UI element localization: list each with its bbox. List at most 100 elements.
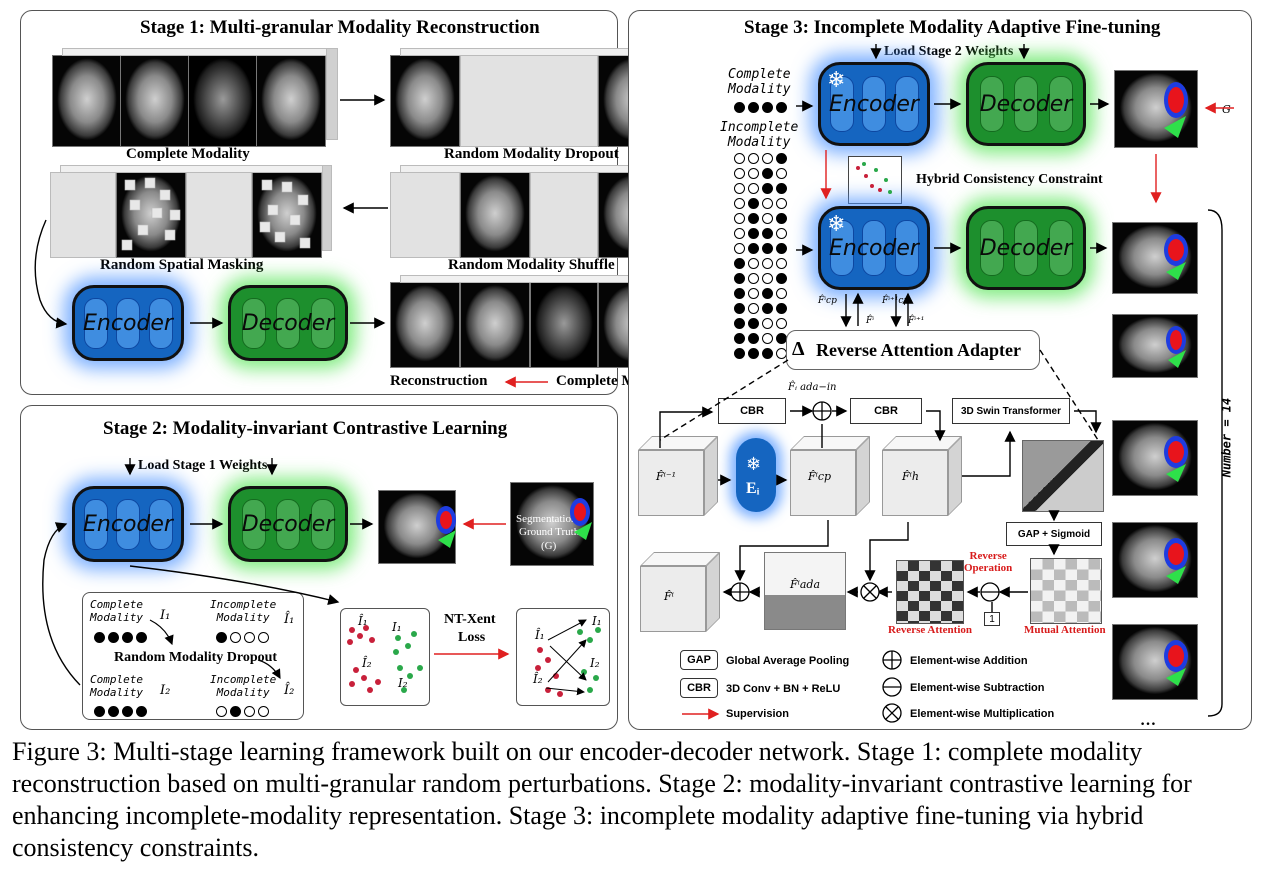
modality-dot	[775, 183, 787, 194]
modality-dot	[775, 153, 787, 164]
complete-modality-s3: Complete Modality	[728, 67, 791, 97]
mutual-attention-label: Mutual Attention	[1024, 624, 1106, 636]
stage3-encoder-bottom: ❄ Encoder	[818, 206, 930, 290]
modality-dot	[761, 213, 773, 224]
pattern-row	[732, 332, 792, 347]
stage2-complete-modality-a: Complete Modality	[90, 598, 143, 624]
stage2-prediction-cube	[378, 490, 456, 564]
snowflake-icon: ❄	[746, 454, 762, 474]
modality-dot	[733, 243, 745, 254]
random-modality-dropout-label: Random Modality Dropout	[444, 146, 619, 162]
f-h-label: F̂ⁱh	[902, 470, 919, 483]
figure-caption: Figure 3: Multi-stage learning framework…	[12, 737, 1192, 862]
pattern-row	[732, 197, 792, 212]
pattern-row	[732, 212, 792, 227]
emb-i1hat: Î₁	[358, 614, 368, 628]
swin-output-cube	[1022, 440, 1104, 512]
i2-label: I₂	[160, 683, 171, 698]
modality-dot	[747, 318, 759, 329]
emb-i1: I₁	[392, 620, 402, 634]
modality-dot	[733, 168, 745, 179]
modality-dot	[733, 348, 745, 359]
pattern-row	[732, 167, 792, 182]
random-spatial-masking-label: Random Spatial Masking	[100, 257, 264, 273]
modality-dot	[761, 153, 773, 164]
modality-dot	[747, 168, 759, 179]
modality-dot	[747, 153, 759, 164]
reverse-operation-label: Reverse Operation	[964, 550, 1013, 574]
stage2-encoder: Encoder	[72, 486, 184, 562]
stage2-decoder: Decoder	[228, 486, 348, 562]
stage3-top-prediction	[1114, 70, 1198, 148]
incomplete-pattern-grid	[732, 152, 792, 362]
i2-hat-label: Î₂	[284, 683, 295, 698]
load-stage2-weights: Load Stage 2 Weights	[884, 44, 1014, 59]
modality-dot	[775, 288, 787, 299]
swin-box: 3D Swin Transformer	[952, 398, 1070, 424]
f-cp-label: F̂ⁱcp	[808, 470, 832, 483]
stage3-encoder-top: ❄ Encoder	[818, 62, 930, 146]
pattern-row	[732, 182, 792, 197]
f-cp-top2: F̂ⁱ⁺¹cp	[882, 296, 910, 306]
modality-dot	[775, 333, 787, 344]
modality-dot	[761, 348, 773, 359]
ntxent-line1: NT-Xent	[444, 612, 496, 627]
frozen-encoder-ei	[736, 438, 776, 512]
emb2-i1: I₁	[592, 614, 602, 628]
f-i-label: F̂ⁱ	[664, 590, 674, 603]
reverse-attention-map	[896, 560, 964, 624]
emb2-i1hat: Î₁	[535, 628, 545, 642]
incomplete-modality-s3: Incomplete Modality	[720, 120, 799, 150]
modality-dot	[775, 213, 787, 224]
legend-cbr-box: CBR	[680, 678, 718, 698]
modality-dot	[733, 288, 745, 299]
pattern-row	[732, 257, 792, 272]
pattern-row	[732, 317, 792, 332]
pattern-row	[732, 302, 792, 317]
adapter-title: Reverse Attention Adapter	[816, 340, 1021, 360]
load-stage1-weights: Load Stage 1 Weights	[138, 458, 268, 473]
legend-gap-box: GAP	[680, 650, 718, 670]
modality-dot	[775, 273, 787, 284]
stage2-incomplete-modality-a: Incomplete Modality	[210, 598, 277, 624]
legend-supervision-text: Supervision	[726, 708, 789, 720]
f-ada-label: F̂ⁱada	[790, 578, 821, 591]
pattern-row	[732, 242, 792, 257]
modality-dot	[775, 258, 787, 269]
stage2-title: Stage 2: Modality-invariant Contrastive …	[103, 418, 508, 439]
cube-f-ada	[764, 552, 846, 630]
hybrid-consistency-label: Hybrid Consistency Constraint	[916, 172, 1103, 187]
modality-dot	[747, 288, 759, 299]
modality-dot	[747, 258, 759, 269]
legend-gap-text: Global Average Pooling	[726, 655, 850, 667]
modality-dot	[733, 228, 745, 239]
number-14-label: Number = 14	[1219, 397, 1234, 478]
stage1-title: Stage 1: Multi-granular Modality Reconst…	[140, 17, 540, 38]
modality-dot	[775, 243, 787, 254]
embedding-box-before	[340, 608, 430, 706]
cbr-box-2: CBR	[850, 398, 922, 424]
modality-dot	[733, 213, 745, 224]
mutual-attention-map	[1030, 558, 1102, 624]
modality-dot	[761, 168, 773, 179]
gt-line3: (G)	[541, 540, 557, 552]
gt-line2: Ground Truth	[519, 526, 580, 538]
random-modality-shuffle-label: Random Modality Shuffle	[448, 257, 615, 273]
modality-dot	[775, 198, 787, 209]
one-box: 1	[984, 612, 1000, 626]
f-prev-label: F̂ⁱ⁻¹	[656, 470, 677, 483]
emb2-i2: I₂	[590, 656, 600, 670]
modality-dot	[733, 273, 745, 284]
stage1-encoder: Encoder	[72, 285, 184, 361]
stage3-decoder-top: Decoder	[966, 62, 1086, 146]
modality-dot	[733, 333, 745, 344]
modality-dot	[761, 333, 773, 344]
stage2-gt-cube	[510, 482, 594, 566]
modality-dot	[761, 273, 773, 284]
modality-dot	[733, 258, 745, 269]
modality-dot	[775, 303, 787, 314]
legend-sub-text: Element-wise Subtraction	[910, 682, 1045, 694]
f-cp-top: F̂ⁱcp	[818, 296, 837, 306]
ntxent-line2: Loss	[458, 630, 486, 645]
complete-modality-label: Complete Modality	[126, 146, 250, 162]
